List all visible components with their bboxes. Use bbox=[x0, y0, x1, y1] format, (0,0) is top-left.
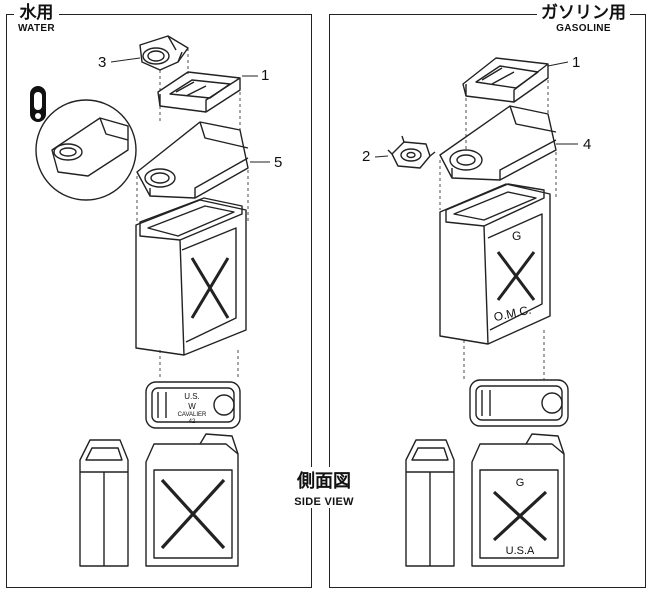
svg-text:O.M.C.: O.M.C. bbox=[492, 303, 532, 325]
callout-right-4: 4 bbox=[583, 136, 592, 153]
water-top-text: U.S. W CAVALIER 42 bbox=[178, 392, 207, 425]
gasoline-heading: ガソリン用 GASOLINE bbox=[537, 5, 630, 34]
svg-text:G: G bbox=[516, 477, 525, 489]
gas-can-text: G O.M.C. bbox=[492, 229, 532, 324]
gasoline-panel bbox=[329, 14, 646, 588]
gas-cap-part-2 bbox=[387, 135, 436, 169]
warning-magnifier bbox=[30, 86, 137, 201]
svg-text:U.S.A: U.S.A bbox=[506, 545, 535, 557]
gasoline-title-jp: ガソリン用 bbox=[541, 3, 626, 23]
water-side-narrow bbox=[79, 439, 129, 567]
water-spout-top-part-5 bbox=[136, 121, 249, 199]
gas-top-view bbox=[469, 379, 569, 427]
callout-left-3: 3 bbox=[98, 54, 107, 71]
side-view-jp: 側面図 bbox=[297, 471, 351, 492]
svg-text:CAVALIER: CAVALIER bbox=[178, 412, 207, 418]
assembly-guides-right bbox=[439, 80, 557, 380]
leader-lines-right bbox=[374, 61, 578, 158]
side-can-text: G U.S.A bbox=[506, 477, 535, 557]
water-handle-part-1 bbox=[157, 71, 241, 113]
callout-left-1: 1 bbox=[261, 67, 270, 84]
gas-handle-part-1 bbox=[462, 57, 549, 103]
gas-side-wide bbox=[471, 433, 565, 567]
callout-left-5: 5 bbox=[274, 154, 283, 171]
gas-can-body bbox=[439, 183, 551, 345]
gas-side-narrow bbox=[405, 439, 455, 567]
water-panel bbox=[6, 14, 312, 588]
water-title-en: WATER bbox=[18, 23, 55, 34]
water-side-wide bbox=[145, 433, 239, 567]
callout-right-1: 1 bbox=[572, 54, 581, 71]
water-cap-part-3 bbox=[139, 35, 189, 71]
svg-text:G: G bbox=[512, 229, 521, 243]
water-can-body bbox=[135, 197, 247, 356]
side-view-en: SIDE VIEW bbox=[294, 496, 354, 508]
leader-lines-left bbox=[110, 57, 270, 163]
side-view-label: 側面図 SIDE VIEW bbox=[276, 467, 372, 508]
svg-text:42: 42 bbox=[189, 419, 196, 425]
svg-text:W: W bbox=[188, 402, 196, 411]
gas-spout-top-part-4 bbox=[439, 105, 557, 181]
assembly-guides-left bbox=[136, 48, 249, 380]
svg-text:U.S.: U.S. bbox=[184, 392, 200, 401]
water-title-jp: 水用 bbox=[19, 3, 54, 23]
water-heading: 水用 WATER bbox=[14, 5, 59, 34]
gasoline-title-en: GASOLINE bbox=[556, 23, 611, 34]
water-top-view bbox=[145, 381, 241, 429]
callout-right-2: 2 bbox=[362, 148, 371, 165]
